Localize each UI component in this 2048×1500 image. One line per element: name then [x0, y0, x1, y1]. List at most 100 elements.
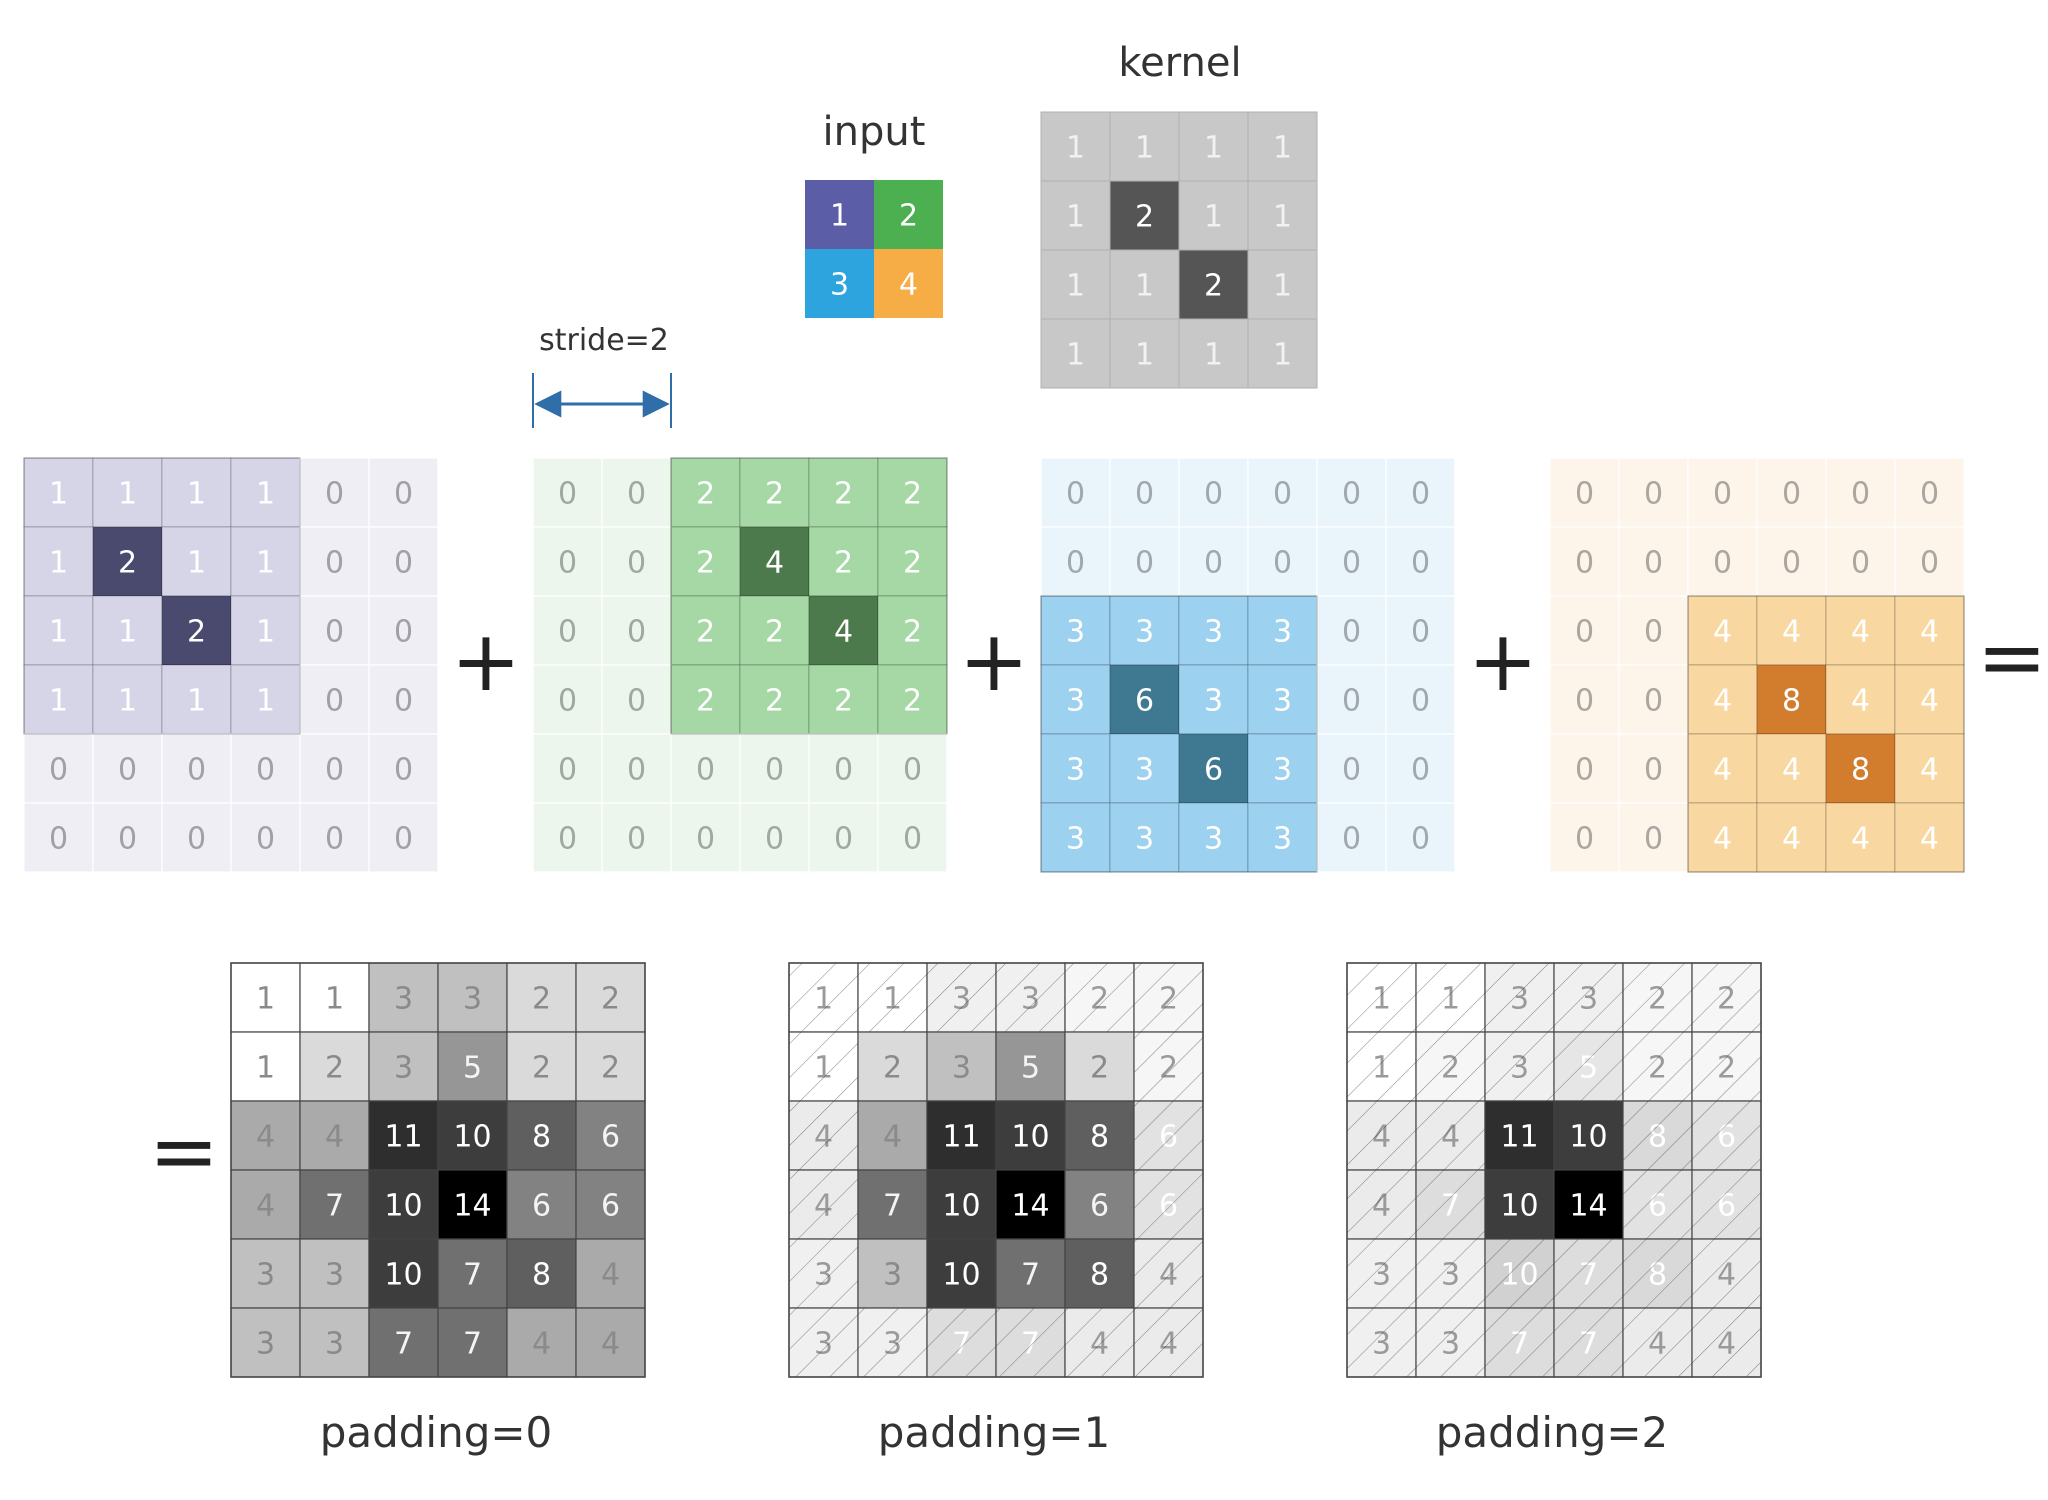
partial-cell-value: 0 — [118, 821, 137, 856]
result-grid-border — [230, 962, 646, 1378]
result-cell-value: 7 — [325, 1188, 344, 1223]
partial-cell-value: 0 — [627, 821, 646, 856]
partial-cell-value: 0 — [1411, 821, 1430, 856]
partial-cell-value: 2 — [765, 476, 784, 511]
result-cell-cropped-hatch — [1485, 963, 1554, 1032]
partial-cell-value: 3 — [1204, 614, 1223, 649]
partial-cell-value: 1 — [49, 683, 68, 718]
result-cell-value: 3 — [256, 1326, 275, 1361]
result-cell-value: 4 — [532, 1326, 551, 1361]
partial-cell — [1316, 733, 1387, 804]
result-cell-cropped-hatch — [789, 1032, 858, 1101]
kernel-cell — [1040, 249, 1111, 320]
partial-cell — [1618, 457, 1689, 528]
kernel-cell-value: 1 — [1135, 130, 1154, 165]
partial-cell — [1549, 457, 1620, 528]
kernel-cell-value: 1 — [1204, 337, 1223, 372]
partial-cell — [1040, 526, 1111, 597]
partial-cell — [1549, 664, 1620, 735]
partial-cell-value: 0 — [394, 545, 413, 580]
partial-cell-value: 0 — [903, 821, 922, 856]
partial-cell — [1825, 526, 1896, 597]
input-label: input — [823, 109, 926, 155]
result-cell-value: 3 — [394, 1050, 413, 1085]
partial-kernel-outline — [1687, 595, 1965, 873]
result-cell-cropped-hatch — [1416, 1308, 1485, 1377]
kernel-cell — [1247, 111, 1318, 182]
partial-cell-value: 0 — [1411, 683, 1430, 718]
partial-cell — [1618, 526, 1689, 597]
result-cell-cropped-hatch — [1485, 1308, 1554, 1377]
result-cell-cropped-hatch — [1347, 1170, 1416, 1239]
partial-cell-value: 0 — [627, 476, 646, 511]
partial-cell — [877, 802, 948, 873]
partial-cell — [1178, 733, 1249, 804]
result-cell-cropped-hatch — [1347, 1101, 1416, 1170]
partial-cell-value: 0 — [558, 752, 577, 787]
partial-cell — [808, 457, 879, 528]
partial-cell-value: 3 — [1135, 821, 1154, 856]
partial-cell-value: 1 — [118, 614, 137, 649]
partial-cell-value: 1 — [187, 545, 206, 580]
kernel-label: kernel — [1118, 40, 1241, 86]
partial-cell — [601, 595, 672, 666]
partial-cell-value: 2 — [834, 683, 853, 718]
partial-cell — [92, 526, 163, 597]
partial-cell — [532, 802, 603, 873]
kernel-cell-value: 1 — [1204, 199, 1223, 234]
result-cell-value: 2 — [532, 1050, 551, 1085]
kernel-cell — [1109, 249, 1180, 320]
partial-kernel-outline — [23, 457, 301, 735]
partial-cell — [368, 802, 439, 873]
partial-cell — [92, 802, 163, 873]
partial-cell — [1756, 457, 1827, 528]
result-cell-value: 10 — [453, 1119, 491, 1154]
partial-cell — [1247, 457, 1318, 528]
partial-cell-value: 4 — [1713, 614, 1732, 649]
result-cell — [575, 1100, 646, 1171]
partial-cell — [877, 664, 948, 735]
partial-cell-value: 3 — [1273, 614, 1292, 649]
input-cell-value: 2 — [899, 198, 918, 233]
partial-cell — [230, 457, 301, 528]
partial-cell — [739, 595, 810, 666]
partial-cell-value: 3 — [1135, 752, 1154, 787]
result-cell-value: 8 — [532, 1257, 551, 1292]
partial-cell — [808, 664, 879, 735]
kernel-cell — [1178, 180, 1249, 251]
result-cell-value: 7 — [394, 1326, 413, 1361]
result-cell — [299, 1031, 370, 1102]
result-cell-cropped-hatch — [1416, 1101, 1485, 1170]
partial-cell — [368, 526, 439, 597]
partial-cell-value: 0 — [1204, 476, 1223, 511]
partial-cell-value: 1 — [256, 476, 275, 511]
partial-kernel-outline — [670, 457, 948, 735]
kernel-cell — [1178, 249, 1249, 320]
partial-cell — [808, 802, 879, 873]
partial-cell-value: 0 — [1644, 545, 1663, 580]
result-cell-value: 5 — [463, 1050, 482, 1085]
partial-cell — [92, 595, 163, 666]
result-cell-cropped-hatch — [1692, 1308, 1761, 1377]
partial-cell-value: 0 — [325, 614, 344, 649]
result-cell-cropped-hatch — [858, 1308, 927, 1377]
result-cell-cropped-hatch — [996, 963, 1065, 1032]
partial-cell — [1040, 733, 1111, 804]
partial-cell-value: 3 — [1066, 614, 1085, 649]
partial-cell — [739, 802, 810, 873]
result-cell-value: 6 — [601, 1119, 620, 1154]
partial-cell — [1756, 733, 1827, 804]
partial-cell-value: 0 — [1342, 683, 1361, 718]
result-cell-cropped-hatch — [1065, 1308, 1134, 1377]
partial-cell — [299, 733, 370, 804]
partial-cell — [1109, 526, 1180, 597]
result-grid-padding-2: 1133221235224411108647101466331078433774… — [1346, 962, 1762, 1378]
partial-cell — [1894, 733, 1965, 804]
partial-cell-value: 4 — [1713, 752, 1732, 787]
result-grid-border — [788, 962, 1204, 1378]
partial-cell — [1178, 457, 1249, 528]
partial-cell — [230, 595, 301, 666]
